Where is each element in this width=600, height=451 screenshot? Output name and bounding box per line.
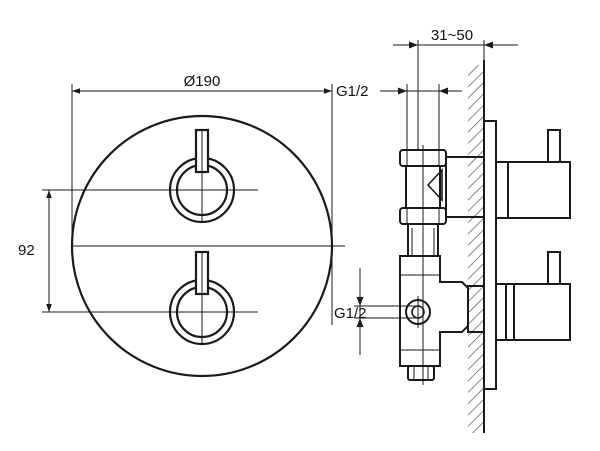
bottom-handle xyxy=(168,250,236,346)
riser-pipe xyxy=(407,224,439,256)
bottom-handle-side xyxy=(496,251,571,341)
inlet-top-arrow-right xyxy=(439,87,448,95)
depth-arrow-right xyxy=(484,41,493,49)
top-handle-side xyxy=(495,129,571,219)
cover-plate-side xyxy=(483,120,497,390)
inlet-bottom-label: G1/2 xyxy=(334,305,367,322)
side-view xyxy=(354,40,571,433)
top-valve-cone xyxy=(426,167,443,203)
front-view xyxy=(42,84,345,378)
inlet-bottom-arrow-top xyxy=(356,297,364,306)
top-cartridge-housing xyxy=(445,156,485,218)
wall-hatch xyxy=(468,65,484,433)
lower-cartridge-housing xyxy=(467,285,485,333)
inlet-bottom-arrow-bottom xyxy=(356,318,364,327)
top-handle xyxy=(168,128,236,224)
depth-arrow-left xyxy=(409,41,418,49)
diameter-label: Ø190 xyxy=(184,73,221,90)
spacing-label: 92 xyxy=(18,242,35,259)
depth-label: 31~50 xyxy=(431,27,473,44)
inlet-top-label: G1/2 xyxy=(336,83,369,100)
bottom-outlet-nut xyxy=(407,365,435,381)
inlet-top-arrow-left xyxy=(398,87,407,95)
